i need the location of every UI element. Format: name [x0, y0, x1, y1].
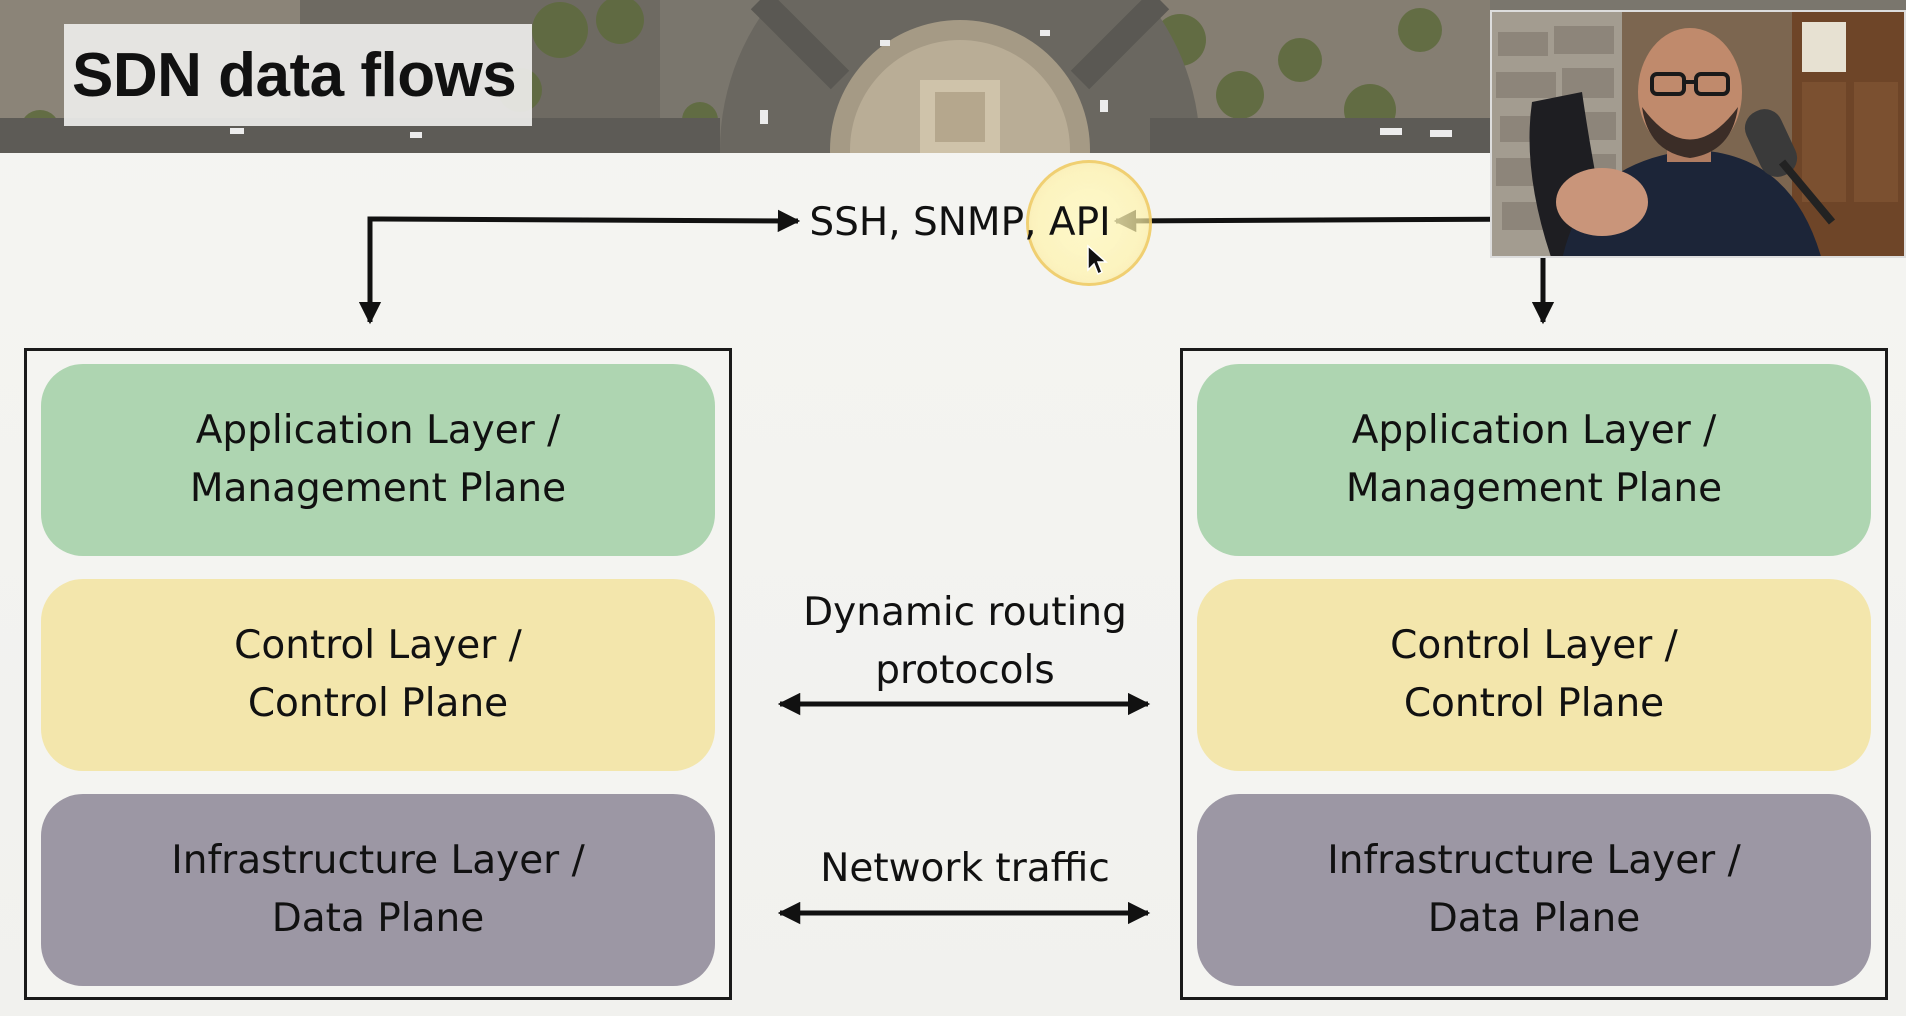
left-management-arrow — [358, 209, 801, 325]
right-infrastructure-layer: Infrastructure Layer / Data Plane — [1197, 794, 1871, 986]
right-sdn-stack: Application Layer / Management Plane Con… — [1180, 348, 1888, 1000]
title-box: SDN data flows — [64, 24, 532, 126]
cursor-icon — [1087, 244, 1108, 276]
right-application-layer: Application Layer / Management Plane — [1197, 364, 1871, 556]
protocols-label: SSH, SNMP, API — [809, 200, 1111, 245]
right-management-arrow — [1113, 209, 1555, 325]
right-control-layer: Control Layer / Control Plane — [1197, 579, 1871, 771]
left-infrastructure-layer: Infrastructure Layer / Data Plane — [41, 794, 715, 986]
presenter-video — [1490, 10, 1906, 258]
left-control-layer: Control Layer / Control Plane — [41, 579, 715, 771]
routing-label: Dynamic routing protocols — [803, 590, 1127, 693]
left-application-layer: Application Layer / Management Plane — [41, 364, 715, 556]
slide-title: SDN data flows — [72, 40, 517, 110]
left-sdn-stack: Application Layer / Management Plane Con… — [24, 348, 732, 1000]
traffic-label: Network traffic — [820, 846, 1110, 891]
